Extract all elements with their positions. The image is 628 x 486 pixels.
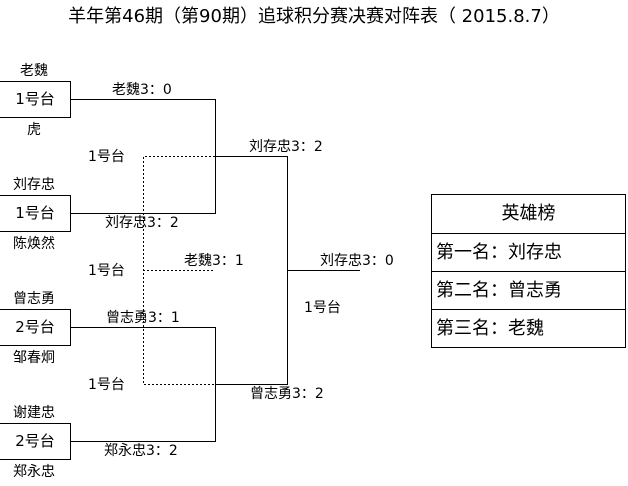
table-box: 2号台: [0, 423, 71, 460]
table-label: 1号台: [88, 377, 125, 393]
table-box: 2号台: [0, 309, 71, 346]
table-label: 1号台: [88, 263, 125, 279]
player-name: 谢建忠: [13, 405, 55, 421]
table-box: 1号台: [0, 81, 71, 118]
player-name: 郑永忠: [13, 464, 55, 480]
result-label: 刘存忠3：2: [105, 215, 179, 231]
player-name: 邹春炯: [13, 350, 55, 366]
table-label: 1号台: [304, 300, 341, 316]
third-place-dotted-line: [143, 156, 215, 385]
result-label: 刘存忠3：2: [249, 139, 323, 155]
player-name: 老魏: [20, 63, 48, 79]
hero-row-first: 第一名：刘存忠: [432, 233, 625, 271]
player-name: 陈焕然: [13, 236, 55, 252]
table-label: 1号台: [88, 149, 125, 165]
page-title: 羊年第46期（第90期）追球积分赛决赛对阵表（ 2015.8.7）: [68, 6, 560, 27]
hero-row-third: 第三名：老魏: [432, 309, 625, 347]
result-label: 曾志勇3：2: [250, 386, 324, 402]
player-name: 刘存忠: [13, 177, 55, 193]
result-label: 老魏3：0: [112, 82, 172, 98]
result-label: 老魏3：1: [184, 253, 244, 269]
result-label: 郑永忠3：2: [104, 443, 178, 459]
player-name: 曾志勇: [13, 291, 55, 307]
bracket-line: [215, 156, 288, 385]
hero-row-second: 第二名：曾志勇: [432, 271, 625, 309]
hero-board-title: 英雄榜: [501, 203, 556, 224]
hero-board: 英雄榜 第一名：刘存忠 第二名：曾志勇 第三名：老魏: [431, 194, 626, 348]
player-name: 虎: [27, 122, 41, 138]
result-label: 曾志勇3：1: [106, 310, 180, 326]
result-label: 刘存忠3：0: [320, 253, 394, 269]
table-box: 1号台: [0, 195, 71, 232]
